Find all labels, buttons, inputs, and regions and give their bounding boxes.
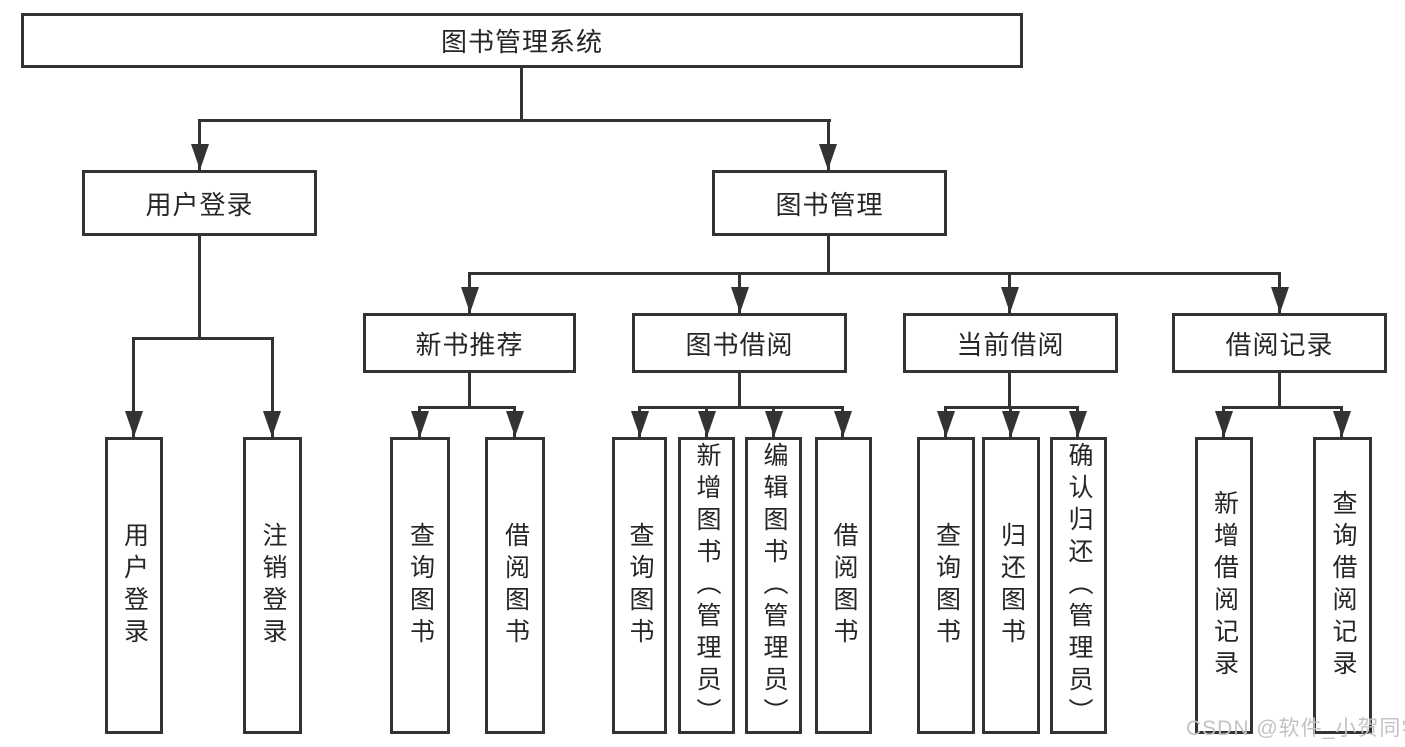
node-current-borrow: 当前借阅 xyxy=(903,313,1118,373)
leaf-logout: 注销登录 xyxy=(243,437,302,734)
leaf-query-books-2: 查询图书 xyxy=(612,437,667,734)
leaf-borrow-books-2-label: 借阅图书 xyxy=(830,521,858,650)
arrowhead-down xyxy=(1069,411,1087,437)
leaf-add-borrow-record-label: 新增借阅记录 xyxy=(1210,489,1239,682)
connector xyxy=(738,373,741,409)
connector xyxy=(827,236,830,275)
connector xyxy=(1278,373,1281,409)
arrowhead-down xyxy=(1271,287,1289,313)
arrowhead-down xyxy=(937,411,955,437)
arrowhead-down xyxy=(411,411,429,437)
arrowhead-down xyxy=(1002,411,1020,437)
leaf-borrow-books-1: 借阅图书 xyxy=(485,437,545,734)
arrowhead-down xyxy=(506,411,524,437)
connector xyxy=(271,337,274,437)
leaf-return-books: 归还图书 xyxy=(982,437,1040,734)
leaf-query-books-1-label: 查询图书 xyxy=(406,521,435,650)
node-borrow-records: 借阅记录 xyxy=(1172,313,1387,373)
connector xyxy=(468,272,1281,275)
node-root-label: 图书管理系统 xyxy=(440,27,603,57)
leaf-confirm-return-admin-label: 确认归还（管理员） xyxy=(1065,441,1093,730)
arrowhead-down xyxy=(125,411,143,437)
leaf-user-login-label: 用户登录 xyxy=(120,521,149,650)
arrowhead-down xyxy=(1333,411,1351,437)
leaf-query-books-3: 查询图书 xyxy=(917,437,975,734)
arrowhead-down xyxy=(631,411,649,437)
connector xyxy=(198,119,831,122)
connector xyxy=(638,406,844,409)
node-book-borrow-label: 图书借阅 xyxy=(685,329,794,360)
arrowhead-down xyxy=(731,287,749,313)
leaf-return-books-label: 归还图书 xyxy=(997,521,1026,650)
connector xyxy=(520,68,523,122)
node-book-borrow: 图书借阅 xyxy=(632,313,847,373)
leaf-logout-label: 注销登录 xyxy=(259,521,287,650)
arrowhead-down xyxy=(834,411,852,437)
leaf-query-borrow-record: 查询借阅记录 xyxy=(1313,437,1372,734)
leaf-add-books-admin-label: 新增图书（管理员） xyxy=(693,441,721,730)
connector xyxy=(132,337,274,340)
leaf-confirm-return-admin: 确认归还（管理员） xyxy=(1050,437,1107,734)
arrowhead-down xyxy=(461,287,479,313)
connector xyxy=(198,236,201,340)
leaf-borrow-books-1-label: 借阅图书 xyxy=(501,521,530,650)
leaf-user-login: 用户登录 xyxy=(105,437,163,734)
node-book-management: 图书管理 xyxy=(712,170,947,236)
leaf-query-books-3-label: 查询图书 xyxy=(932,521,961,650)
node-borrow-records-label: 借阅记录 xyxy=(1225,329,1334,360)
node-new-book-recommend: 新书推荐 xyxy=(363,313,576,373)
connector xyxy=(132,337,135,437)
node-book-management-label: 图书管理 xyxy=(775,189,884,220)
node-user-login-label: 用户登录 xyxy=(145,189,254,220)
leaf-query-books-2-label: 查询图书 xyxy=(626,521,654,650)
csdn-watermark: CSDN @软件_小贺同学 xyxy=(1186,717,1405,740)
leaf-borrow-books-2: 借阅图书 xyxy=(815,437,872,734)
leaf-add-books-admin: 新增图书（管理员） xyxy=(678,437,735,734)
arrowhead-down xyxy=(819,144,837,170)
connector xyxy=(1222,406,1343,409)
leaf-edit-books-admin-label: 编辑图书（管理员） xyxy=(760,441,788,730)
connector xyxy=(418,406,516,409)
leaf-query-borrow-record-label: 查询借阅记录 xyxy=(1329,489,1357,682)
arrowhead-down xyxy=(263,411,281,437)
node-current-borrow-label: 当前借阅 xyxy=(956,329,1065,360)
arrowhead-down xyxy=(1001,287,1019,313)
arrowhead-down xyxy=(1215,411,1233,437)
leaf-edit-books-admin: 编辑图书（管理员） xyxy=(745,437,802,734)
arrowhead-down xyxy=(765,411,783,437)
node-new-book-recommend-label: 新书推荐 xyxy=(415,329,524,360)
connector xyxy=(1008,373,1011,409)
leaf-query-books-1: 查询图书 xyxy=(390,437,450,734)
leaf-add-borrow-record: 新增借阅记录 xyxy=(1195,437,1253,734)
arrowhead-down xyxy=(191,144,209,170)
node-user-login: 用户登录 xyxy=(82,170,317,236)
connector xyxy=(468,373,471,409)
node-root: 图书管理系统 xyxy=(21,13,1023,68)
arrowhead-down xyxy=(698,411,716,437)
